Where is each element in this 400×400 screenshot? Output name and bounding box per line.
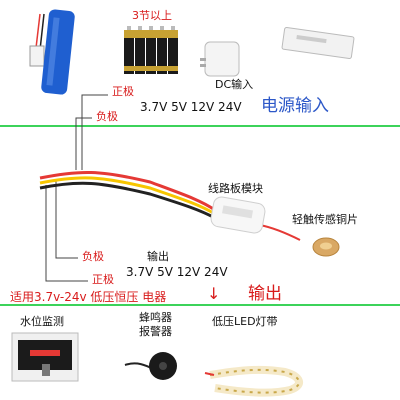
output-big-label: 输出 — [248, 284, 282, 304]
positive-input-label: 正极 — [112, 85, 134, 98]
aa-batteries-icon — [124, 26, 178, 74]
usb-adapter-icon — [200, 41, 240, 77]
batteries-count-label: 3节以上 — [132, 9, 172, 22]
negative-output-label: 负极 — [82, 250, 104, 263]
water-level-label: 水位监测 — [20, 315, 64, 328]
output-voltages-label: 3.7V 5V 12V 24V — [126, 265, 228, 279]
negative-input-leader — [75, 117, 92, 170]
buzzer-label: 蜂鸣器 报警器 — [139, 311, 172, 338]
touch-copper-label: 轻触传感铜片 — [292, 213, 358, 226]
water-monitor-icon — [11, 332, 79, 382]
negative-input-label: 负极 — [96, 110, 118, 123]
down-arrow-icon: ↓ — [207, 284, 221, 303]
negative-output-leader — [55, 180, 78, 259]
wire-bundle — [39, 170, 301, 241]
positive-output-leader — [45, 185, 88, 282]
positive-input-leader — [81, 94, 108, 170]
led-strip-icon — [204, 365, 303, 397]
output-label: 输出 — [147, 250, 169, 263]
led-strip-label: 低压LED灯带 — [212, 315, 278, 328]
battery-18650-icon — [29, 9, 75, 95]
input-voltages-label: 3.7V 5V 12V 24V — [140, 100, 242, 114]
led-driver-icon — [281, 26, 355, 60]
circuit-module-label: 线路板模块 — [208, 182, 263, 195]
positive-output-label: 正极 — [92, 273, 114, 286]
applicable-range-label: 适用3.7v-24v 低压恒压 电器 — [10, 290, 167, 304]
buzzer-icon — [124, 352, 177, 380]
copper-sensor-icon — [312, 237, 340, 257]
circuit-board-icon — [210, 196, 266, 234]
power-input-label: 电源输入 — [261, 96, 329, 116]
dc-input-label: DC输入 — [215, 78, 254, 91]
